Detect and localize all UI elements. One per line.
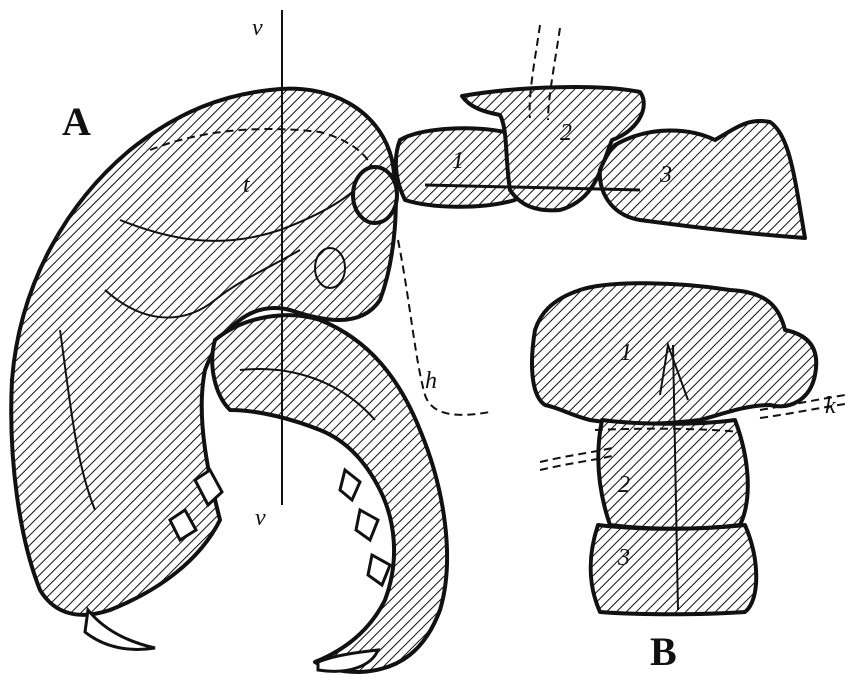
lower-molar-tooth <box>340 470 360 500</box>
vertebra-3-top <box>591 525 757 614</box>
label-k: k <box>825 393 836 419</box>
part-b-label: B <box>650 629 677 674</box>
occipital-condyle <box>353 167 397 223</box>
vertebra-3-top-label: 3 <box>617 545 630 571</box>
vertebra-1-side-label: 1 <box>452 148 464 174</box>
upper-incisor-tooth <box>85 610 155 649</box>
axis-label-top: v <box>252 15 263 41</box>
h-dashed-line <box>398 240 490 415</box>
vertebra-2-top-label: 2 <box>618 472 630 498</box>
vertebra-3-side-label: 3 <box>659 162 672 188</box>
vertebra-1-top-label: 1 <box>620 340 632 366</box>
lower-molar-tooth <box>368 555 390 585</box>
part-a-label: A <box>62 99 91 144</box>
label-h: h <box>425 368 437 394</box>
vertebra-3-side <box>600 121 805 238</box>
vertebrae-top-view <box>532 283 845 614</box>
lower-molar-tooth <box>356 510 378 540</box>
vertebrae-side-view <box>396 25 805 238</box>
vertebra-2-side-label: 2 <box>560 120 572 146</box>
axis-label-bottom: v <box>255 505 266 531</box>
